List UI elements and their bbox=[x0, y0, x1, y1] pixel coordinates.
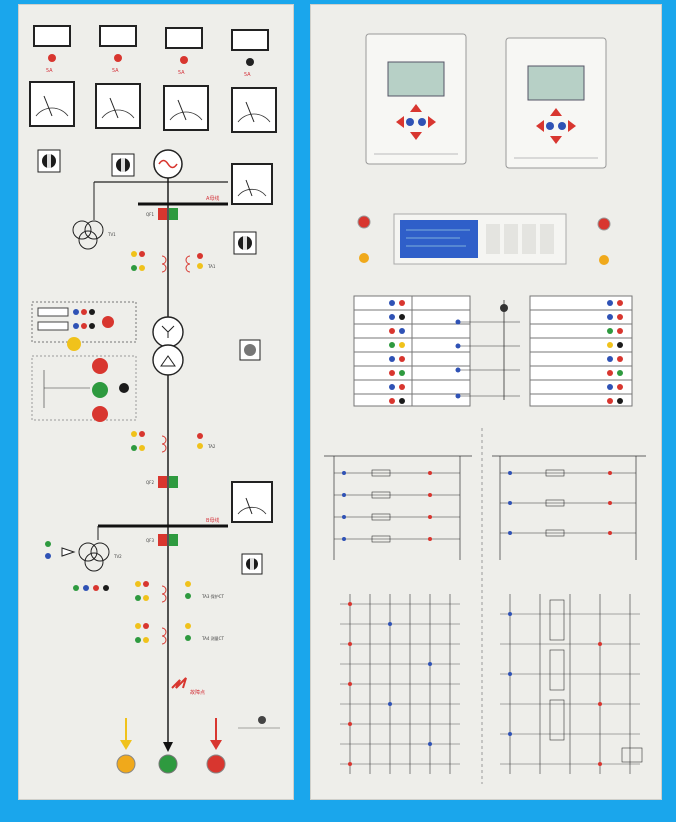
terminal-table-right bbox=[529, 295, 633, 407]
red-arrow-icon bbox=[210, 718, 222, 750]
qf2-label: QF2 bbox=[146, 480, 154, 485]
current-transformer-ta3: TA3 保护CT bbox=[135, 581, 224, 603]
breaker-qf2[interactable]: QF2 bbox=[146, 476, 178, 488]
right-control-panel bbox=[310, 4, 662, 800]
selector-switch-1[interactable] bbox=[37, 149, 61, 173]
ta1-label: TA1 bbox=[207, 264, 216, 269]
bottom-lamps bbox=[116, 754, 226, 774]
tv2-label: TV2 bbox=[113, 554, 122, 559]
analog-meter-1 bbox=[29, 81, 75, 127]
left-control-panel: 5A 5A 5A 5A bbox=[18, 4, 294, 800]
switch-column bbox=[455, 300, 520, 400]
ta4-label: TA4 测量CT bbox=[201, 635, 224, 641]
center-display bbox=[393, 213, 567, 265]
schematic-left-upper bbox=[324, 455, 472, 560]
current-transformer-ta1: TA1 bbox=[131, 251, 216, 273]
schematic-left-lower bbox=[340, 594, 460, 774]
transformer-tv2-icon: TV2 bbox=[45, 526, 122, 591]
control-lamp-cluster bbox=[31, 337, 137, 422]
schematic-right-upper bbox=[492, 455, 646, 560]
schematic-right-lower bbox=[500, 594, 643, 774]
main-transformer-icon bbox=[152, 316, 184, 376]
fault-label: 故障点 bbox=[190, 689, 205, 696]
qf3-label: QF3 bbox=[146, 538, 154, 543]
qf1-label: QF1 bbox=[146, 212, 154, 217]
protection-device-2 bbox=[505, 37, 607, 169]
protection-setting-box bbox=[31, 301, 137, 343]
analog-meter-6 bbox=[231, 481, 273, 523]
bus-b-label: B母线 bbox=[206, 517, 219, 524]
left-panel-diagram: 5A 5A 5A 5A bbox=[29, 25, 280, 774]
status-lamps bbox=[357, 215, 611, 265]
current-transformer-ta4: TA4 测量CT bbox=[135, 623, 224, 645]
yellow-arrow-icon bbox=[120, 718, 132, 750]
right-panel-diagram bbox=[324, 33, 646, 784]
ac-source-icon bbox=[153, 149, 183, 179]
transformer-tv1-icon: TV1 bbox=[72, 182, 116, 250]
bus-a-label: A母线 bbox=[206, 195, 219, 202]
current-transformer-ta2: TA2 bbox=[131, 431, 216, 453]
analog-meter-5 bbox=[231, 163, 273, 205]
fault-point-icon: 故障点 bbox=[171, 677, 205, 696]
tv1-label: TV1 bbox=[107, 232, 116, 237]
digital-display-row bbox=[33, 25, 269, 51]
selector-switch-3[interactable] bbox=[233, 231, 257, 255]
meter-label-4: 5A bbox=[244, 72, 251, 78]
protection-device-1 bbox=[365, 33, 467, 165]
meter-label-2: 5A bbox=[112, 68, 119, 74]
small-toggle[interactable] bbox=[238, 716, 280, 729]
selector-switch-2[interactable] bbox=[111, 153, 135, 177]
analog-meter-4 bbox=[231, 87, 277, 133]
meter-label-3: 5A bbox=[178, 70, 185, 76]
analog-meter-2 bbox=[95, 83, 141, 129]
feeder-arrow-icon bbox=[163, 742, 173, 752]
meter-label-1: 5A bbox=[46, 68, 53, 74]
ta3-label: TA3 保护CT bbox=[201, 593, 224, 599]
key-switch[interactable] bbox=[239, 339, 261, 361]
analog-meter-3 bbox=[163, 85, 209, 131]
terminal-table-left bbox=[353, 295, 471, 407]
breaker-qf1[interactable]: QF1 bbox=[146, 208, 178, 220]
indicator-lamps-row: 5A 5A 5A 5A bbox=[46, 54, 254, 78]
selector-switch-4[interactable] bbox=[241, 553, 263, 575]
analog-meter-row bbox=[29, 81, 277, 133]
breaker-qf3[interactable]: QF3 bbox=[146, 534, 178, 546]
ta2-label: TA2 bbox=[207, 444, 216, 449]
